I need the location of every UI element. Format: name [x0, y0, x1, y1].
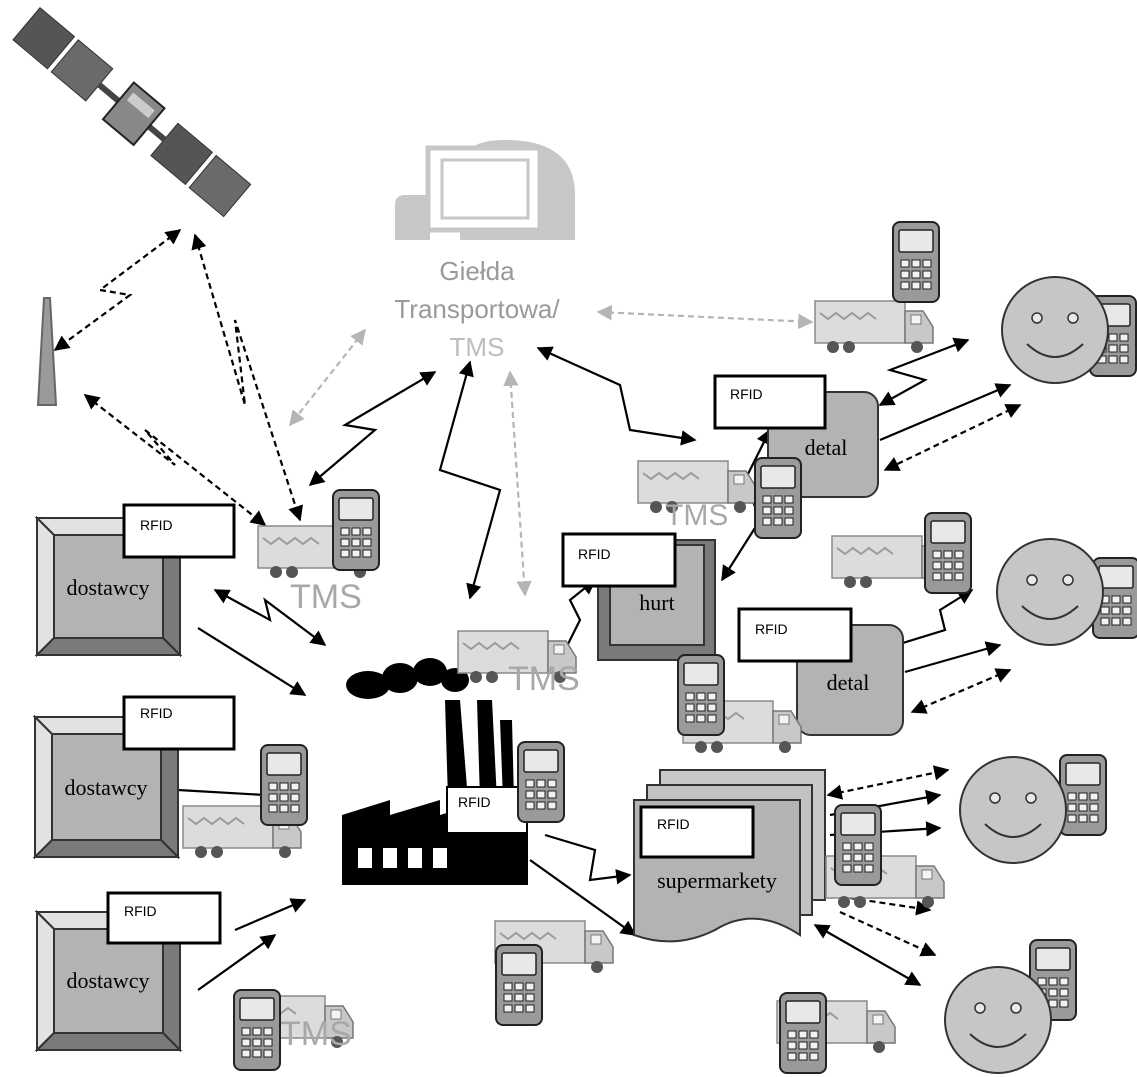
exchange-line2: Transportowa/ — [394, 294, 560, 324]
rfid-tag: RFID — [447, 787, 527, 833]
retail-label: detal — [805, 435, 848, 460]
rfid-tag: RFID — [715, 376, 825, 428]
exchange-label: Giełda Transportowa/ TMS — [394, 256, 560, 362]
rfid-tag: RFID — [108, 893, 220, 943]
supplier-label: dostawcy — [66, 575, 149, 600]
computer-icon — [395, 140, 575, 240]
phone-icon — [234, 990, 280, 1070]
smiley-face-icon — [997, 539, 1103, 645]
svg-text:RFID: RFID — [657, 816, 690, 832]
supplier-label: dostawcy — [64, 775, 147, 800]
tms-label: TMS — [280, 1015, 352, 1053]
wholesale-label: hurt — [639, 590, 674, 615]
phone-icon — [261, 745, 307, 825]
svg-text:RFID: RFID — [458, 794, 491, 810]
supermarkets-label: supermarkety — [657, 868, 777, 893]
rfid-tag: RFID — [641, 807, 753, 857]
phone-icon — [835, 805, 881, 885]
exchange-line3: TMS — [450, 332, 505, 362]
phone-icon — [496, 945, 542, 1025]
svg-text:RFID: RFID — [140, 705, 173, 721]
smiley-face-icon — [945, 967, 1051, 1073]
phone-icon — [678, 655, 724, 735]
smiley-face-icon — [960, 757, 1066, 863]
factory-icon — [342, 658, 528, 885]
customers — [945, 277, 1108, 1073]
phone-icon — [1060, 755, 1106, 835]
rfid-tag: RFID — [739, 609, 851, 661]
rfid-tag: RFID — [124, 505, 234, 557]
phone-icon — [333, 490, 379, 570]
tms-label: TMS — [665, 499, 728, 532]
phone-icon — [518, 742, 564, 822]
phone-icon — [780, 993, 826, 1073]
svg-text:RFID: RFID — [124, 903, 157, 919]
tms-label: TMS — [508, 660, 580, 698]
tms-label: TMS — [290, 578, 362, 616]
svg-text:RFID: RFID — [578, 546, 611, 562]
exchange-line1: Giełda — [439, 256, 515, 286]
svg-text:RFID: RFID — [755, 621, 788, 637]
svg-text:RFID: RFID — [730, 386, 763, 402]
phone-icon — [893, 222, 939, 302]
phone-icon — [755, 458, 801, 538]
smiley-face-icon — [1002, 277, 1108, 383]
rfid-tag: RFID — [563, 534, 675, 586]
phone-icon — [925, 513, 971, 593]
svg-text:RFID: RFID — [140, 517, 173, 533]
antenna-tower-icon — [38, 298, 56, 405]
truck-icon — [815, 301, 933, 353]
supplier-label: dostawcy — [66, 968, 149, 993]
satellite-icon — [11, 5, 253, 219]
retail-label: detal — [827, 670, 870, 695]
rfid-tag: RFID — [124, 697, 234, 749]
